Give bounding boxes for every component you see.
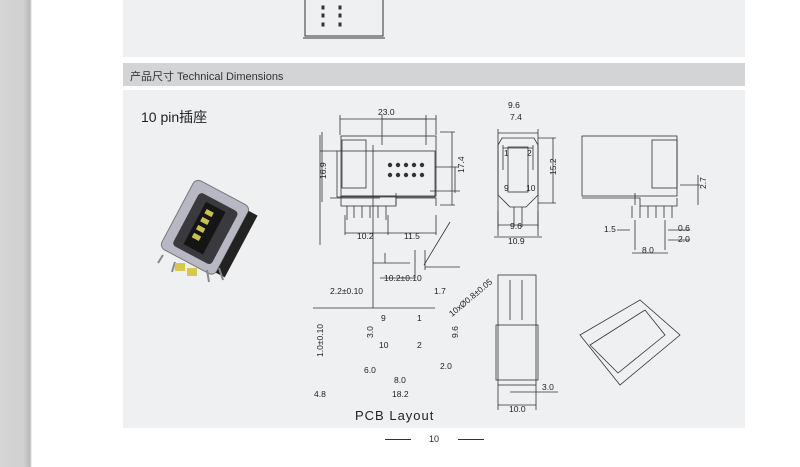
dim-label: 10.0 [509,404,526,414]
dim-label: 10.2 [357,231,374,241]
technical-drawings: 23.0 16.9 17.4 10.2 11.5 9.6 7.4 15.2 9.… [313,100,708,423]
pin-label: 2 [417,340,422,350]
dim-label: 2.0 [440,361,452,371]
pin-label: 10 [379,340,389,350]
pin-label: 1 [504,148,509,158]
dim-label: 9.6 [510,221,522,231]
dim-label: 11.5 [404,231,420,241]
dim-label: 15.2 [548,158,558,175]
pin-label: 10 [526,183,536,193]
connector-drawing-top [303,0,385,39]
dim-label: 10xØ0.8±0.05 [447,276,494,318]
dim-label: 0.6 [678,223,690,233]
dim-label: 1.7 [434,286,446,296]
page-number-line-left [385,439,411,440]
dim-label: 1.5 [604,224,616,234]
page-number-line-right [458,439,484,440]
section-header: 产品尺寸 Technical Dimensions [123,63,745,86]
connector-3d-image [157,179,258,283]
dim-label: 10.2±0.10 [384,273,422,283]
pcb-layout-caption: PCB Layout [355,408,434,423]
dim-label: 18.2 [392,389,409,399]
pin-label: 2 [527,148,532,158]
dim-label: 9.6 [508,100,520,110]
product-title: 10 pin插座 [141,109,208,125]
dim-label: 2.7 [698,177,708,189]
dim-label: 6.0 [364,365,376,375]
section-header-text: 产品尺寸 Technical Dimensions [130,71,284,83]
dim-label: 23.0 [378,107,395,117]
page-number: 10 [429,434,440,444]
viewer-gutter [0,0,32,467]
dim-label: 3.0 [542,382,554,392]
pin-label: 9 [381,313,386,323]
dim-label: 9.6 [450,326,460,338]
previous-section-panel [123,0,745,57]
dim-label: 8.0 [642,245,654,255]
dim-label: 2.2±0.10 [330,286,363,296]
dim-label: 2.0 [678,234,690,244]
dim-label: 16.9 [318,162,328,179]
dim-label: 1.0±0.10 [315,324,325,357]
dim-label: 7.4 [510,112,522,122]
dim-label: 8.0 [394,375,406,385]
dim-label: 3.0 [365,326,375,338]
pin-label: 9 [504,183,509,193]
dim-label: 10.9 [508,236,525,246]
pin-label: 1 [417,313,422,323]
dim-label: 4.8 [314,389,326,399]
dim-label: 17.4 [456,156,466,173]
